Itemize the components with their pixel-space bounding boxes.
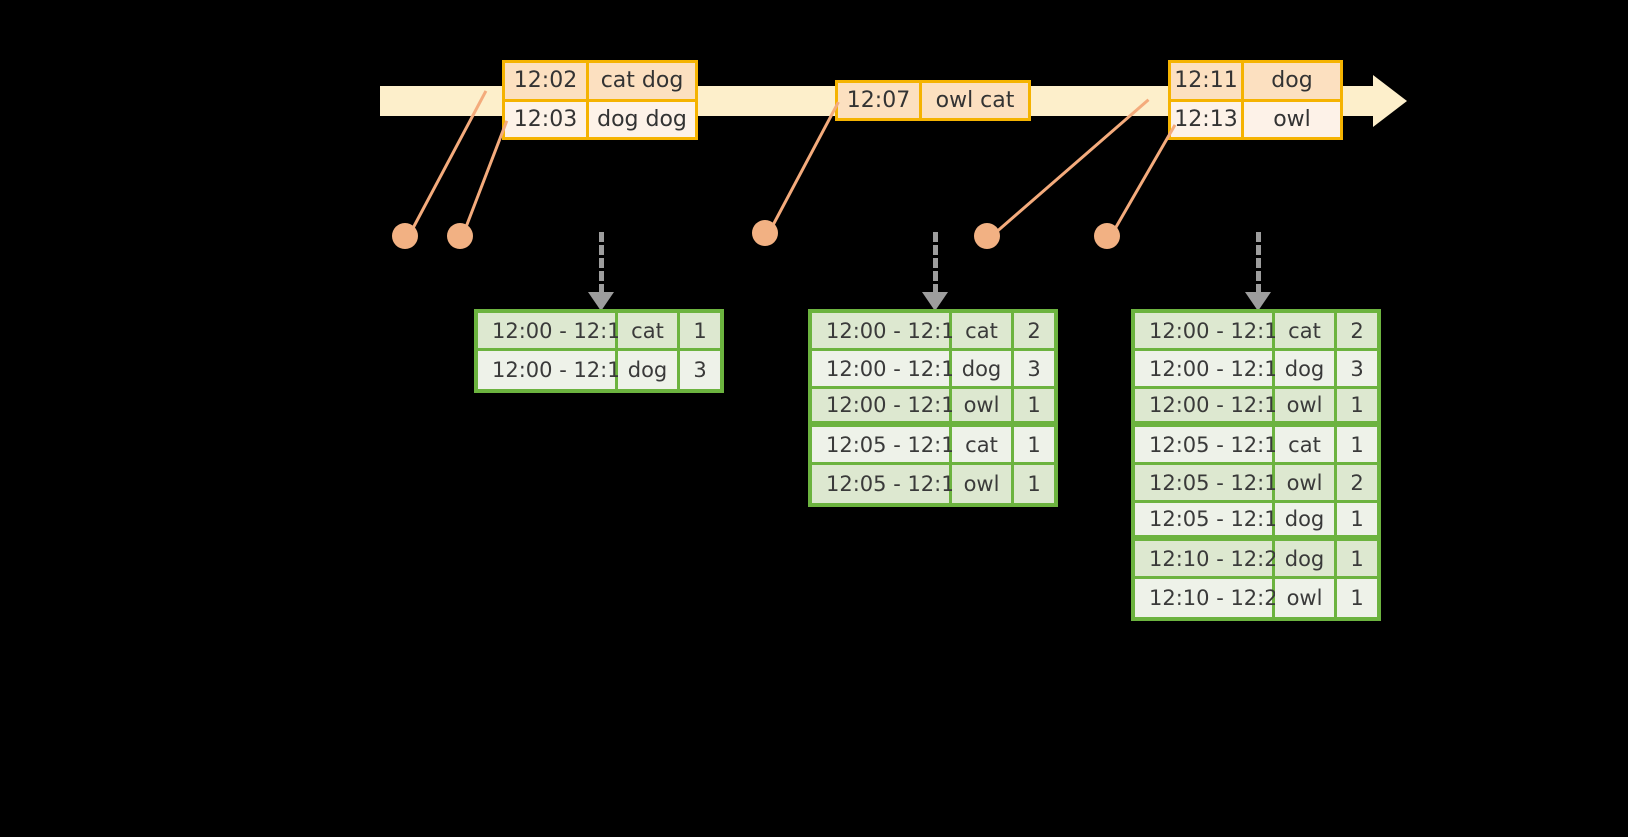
cell-count: 2 bbox=[1014, 313, 1054, 351]
cell-key: owl bbox=[952, 465, 1014, 503]
cell-count: 3 bbox=[1337, 351, 1377, 389]
cell-key: cat bbox=[952, 313, 1014, 351]
leader-line-3 bbox=[766, 101, 840, 236]
cell-key: owl bbox=[952, 389, 1014, 427]
cell-window: 12:05 - 12:15 bbox=[812, 427, 968, 465]
dashed-arrowhead-3 bbox=[1245, 292, 1271, 311]
event-group-3: 12:11 dog 12:13 owl bbox=[1168, 60, 1343, 140]
cell-key: dog bbox=[1275, 351, 1337, 389]
event-words: dog dog bbox=[589, 101, 695, 137]
cell-window: 12:00 - 12:10 bbox=[478, 351, 634, 389]
cell-count: 1 bbox=[1014, 389, 1054, 427]
cell-window: 12:10 - 12:20 bbox=[1135, 579, 1291, 617]
cell-key: dog bbox=[618, 351, 680, 389]
table-row: 12:05 - 12:15 cat 1 bbox=[1135, 427, 1377, 465]
result-table-1: 12:00 - 12:10 cat 1 12:00 - 12:10 dog 3 bbox=[474, 309, 724, 393]
table-row: 12:00 - 12:10 dog 3 bbox=[478, 351, 720, 389]
cell-key: dog bbox=[1275, 541, 1337, 579]
cell-count: 1 bbox=[1337, 389, 1377, 427]
table-row: 12:05 - 12:15 dog 1 bbox=[1135, 503, 1377, 541]
cell-count: 1 bbox=[1337, 579, 1377, 617]
cell-count: 2 bbox=[1337, 313, 1377, 351]
table-row: 12:00 - 12:10 cat 2 bbox=[1135, 313, 1377, 351]
dashed-arrowhead-2 bbox=[922, 292, 948, 311]
cell-window: 12:00 - 12:10 bbox=[1135, 313, 1291, 351]
cell-count: 1 bbox=[1014, 465, 1054, 503]
cell-window: 12:05 - 12:15 bbox=[1135, 465, 1291, 503]
connector-dot-1 bbox=[392, 223, 418, 249]
dashed-arrowhead-1 bbox=[588, 292, 614, 311]
cell-key: owl bbox=[1275, 579, 1337, 617]
event-time: 12:11 bbox=[1171, 63, 1244, 99]
event-time: 12:13 bbox=[1171, 101, 1244, 137]
cell-key: cat bbox=[1275, 427, 1337, 465]
event-time: 12:03 bbox=[505, 101, 589, 137]
cell-count: 3 bbox=[1014, 351, 1054, 389]
cell-count: 1 bbox=[1014, 427, 1054, 465]
table-row: 12:05 - 12:15 owl 2 bbox=[1135, 465, 1377, 503]
cell-key: cat bbox=[952, 427, 1014, 465]
cell-count: 1 bbox=[680, 313, 720, 351]
event-group-2: 12:07 owl cat bbox=[835, 80, 1031, 121]
cell-window: 12:00 - 12:10 bbox=[478, 313, 634, 351]
table-row: 12:00 - 12:10 cat 1 bbox=[478, 313, 720, 351]
event-words: cat dog bbox=[589, 63, 695, 99]
table-row: 12:05 - 12:15 owl 1 bbox=[812, 465, 1054, 503]
table-row: 12:00 - 12:10 dog 3 bbox=[1135, 351, 1377, 389]
cell-count: 3 bbox=[680, 351, 720, 389]
table-row: 12:10 - 12:20 owl 1 bbox=[1135, 579, 1377, 617]
cell-window: 12:05 - 12:15 bbox=[1135, 503, 1291, 541]
connector-dot-4 bbox=[974, 223, 1000, 249]
event-row: 12:02 cat dog bbox=[505, 63, 695, 99]
cell-key: dog bbox=[952, 351, 1014, 389]
table-row: 12:00 - 12:10 owl 1 bbox=[1135, 389, 1377, 427]
result-table-3: 12:00 - 12:10 cat 2 12:00 - 12:10 dog 3 … bbox=[1131, 309, 1381, 621]
cell-key: cat bbox=[618, 313, 680, 351]
connector-dot-5 bbox=[1094, 223, 1120, 249]
cell-window: 12:00 - 12:10 bbox=[1135, 351, 1291, 389]
cell-key: cat bbox=[1275, 313, 1337, 351]
table-row: 12:00 - 12:10 dog 3 bbox=[812, 351, 1054, 389]
event-row: 12:03 dog dog bbox=[505, 98, 695, 137]
event-row: 12:11 dog bbox=[1171, 63, 1340, 99]
connector-dot-2 bbox=[447, 223, 473, 249]
table-row: 12:00 - 12:10 cat 2 bbox=[812, 313, 1054, 351]
cell-key: owl bbox=[1275, 465, 1337, 503]
event-group-1: 12:02 cat dog 12:03 dog dog bbox=[502, 60, 698, 140]
leader-line-5 bbox=[1108, 124, 1177, 239]
dashed-arrow-2 bbox=[933, 232, 938, 294]
leader-line-2 bbox=[460, 120, 509, 239]
cell-window: 12:00 - 12:10 bbox=[812, 351, 968, 389]
event-time: 12:02 bbox=[505, 63, 589, 99]
cell-window: 12:00 - 12:10 bbox=[1135, 389, 1291, 427]
cell-window: 12:05 - 12:15 bbox=[1135, 427, 1291, 465]
event-words: owl cat bbox=[922, 83, 1028, 118]
event-time: 12:07 bbox=[838, 83, 922, 118]
event-row: 12:07 owl cat bbox=[838, 83, 1028, 118]
cell-count: 2 bbox=[1337, 465, 1377, 503]
event-words: dog bbox=[1244, 63, 1340, 99]
cell-count: 1 bbox=[1337, 503, 1377, 541]
cell-count: 1 bbox=[1337, 541, 1377, 579]
dashed-arrow-3 bbox=[1256, 232, 1261, 294]
result-table-2: 12:00 - 12:10 cat 2 12:00 - 12:10 dog 3 … bbox=[808, 309, 1058, 507]
table-row: 12:10 - 12:20 dog 1 bbox=[1135, 541, 1377, 579]
cell-window: 12:05 - 12:15 bbox=[812, 465, 968, 503]
timeline-arrowhead bbox=[1373, 75, 1407, 127]
table-row: 12:00 - 12:10 owl 1 bbox=[812, 389, 1054, 427]
dashed-arrow-1 bbox=[599, 232, 604, 294]
table-row: 12:05 - 12:15 cat 1 bbox=[812, 427, 1054, 465]
cell-window: 12:10 - 12:20 bbox=[1135, 541, 1291, 579]
cell-count: 1 bbox=[1337, 427, 1377, 465]
event-row: 12:13 owl bbox=[1171, 98, 1340, 137]
connector-dot-3 bbox=[752, 220, 778, 246]
event-words: owl bbox=[1244, 101, 1340, 137]
cell-window: 12:00 - 12:10 bbox=[812, 389, 968, 427]
cell-window: 12:00 - 12:10 bbox=[812, 313, 968, 351]
cell-key: dog bbox=[1275, 503, 1337, 541]
cell-key: owl bbox=[1275, 389, 1337, 427]
